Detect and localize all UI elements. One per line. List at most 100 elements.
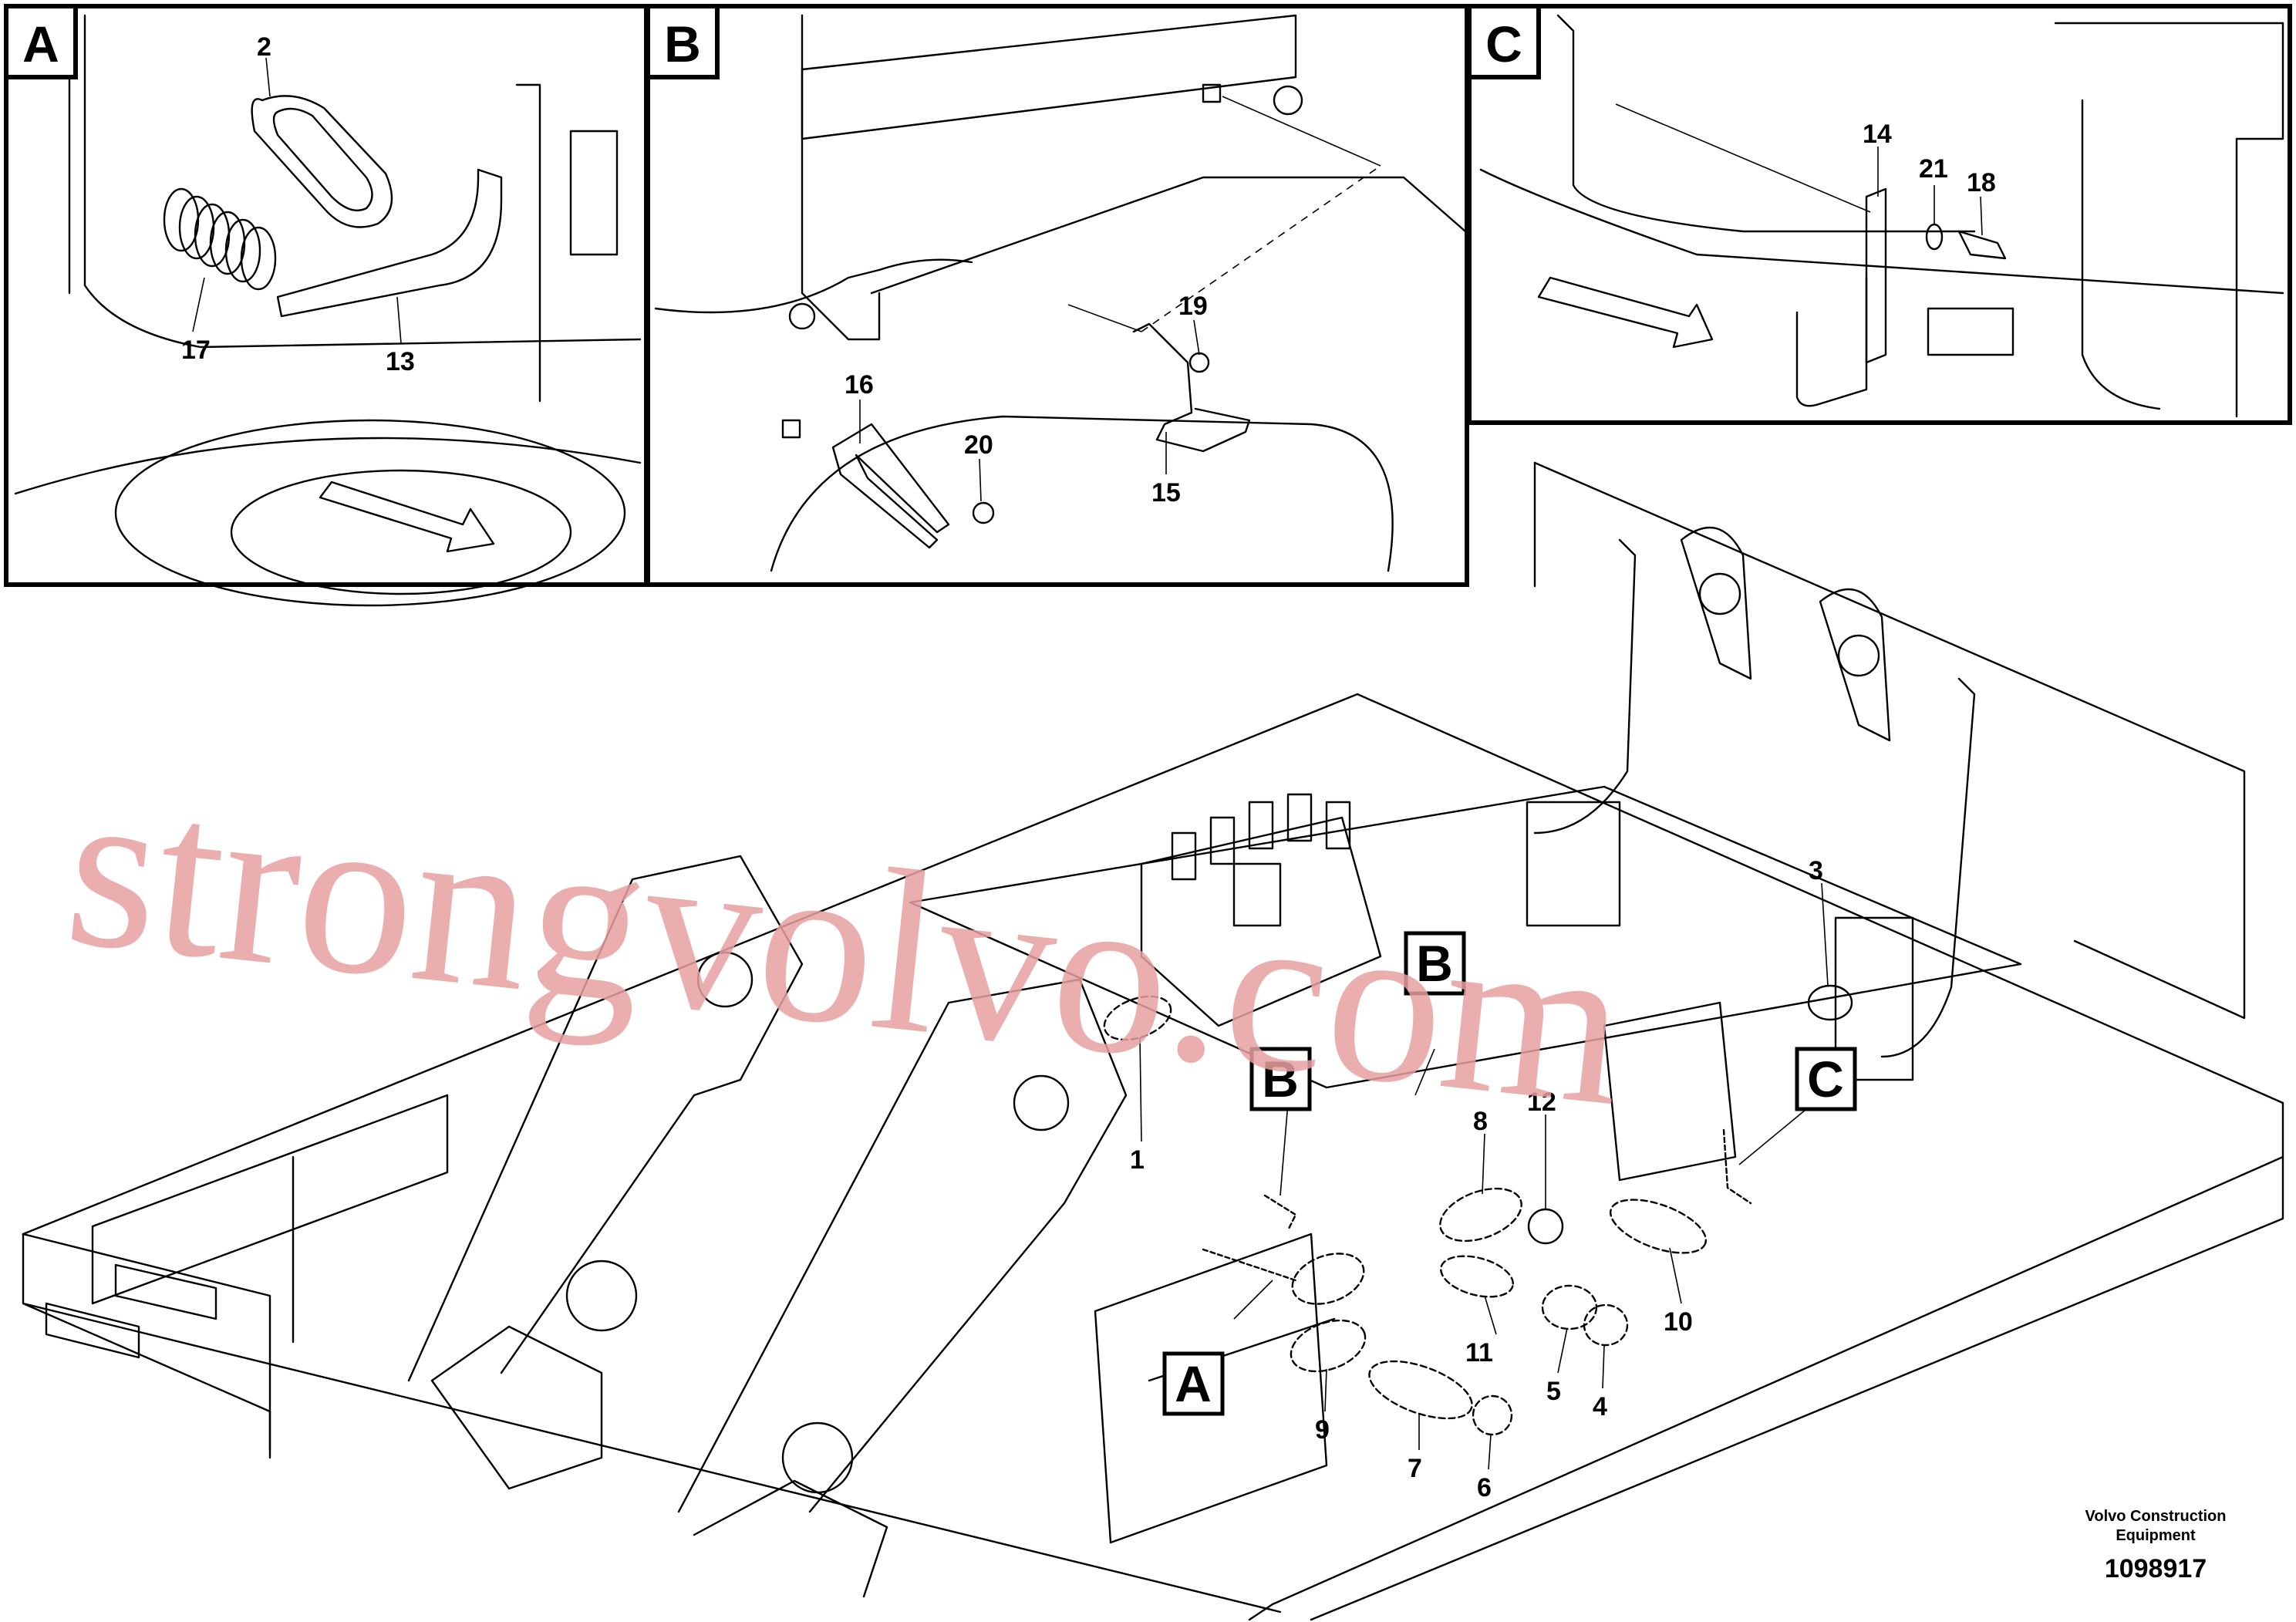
main-frame-step-2	[114, 1263, 217, 1320]
plate-lug-2	[1819, 588, 1891, 742]
main-letter-b-2: B	[1262, 1050, 1299, 1108]
detail-a-callout-13: 13	[386, 347, 415, 376]
detail-a-ring-outer	[114, 419, 626, 607]
detail-a-loop-inner	[272, 107, 373, 212]
counterweight-plate	[1533, 461, 2246, 1020]
loop-part-2-main	[1291, 1253, 1365, 1305]
main-letter-b-1: B	[1416, 935, 1453, 992]
control-valve-block	[1140, 793, 1382, 1027]
detail-b-beam	[801, 14, 1297, 140]
detail-view-a: 2 17 13 A	[4, 4, 649, 607]
main-frame-left-edge	[22, 1233, 271, 1459]
main-callout-10: 10	[1664, 1307, 1693, 1337]
detail-view-b: 16 19 20 15 B	[646, 4, 1469, 587]
detail-a-letter-box	[4, 4, 78, 79]
plate-hole-1	[1698, 572, 1741, 615]
main-callout-9: 9	[1315, 1415, 1330, 1445]
loop-part-9	[1290, 1319, 1367, 1373]
main-letter-box-b-2	[1249, 1047, 1312, 1111]
main-view-callouts: 1 3 8 12 10 11 5 4 9 7 6 B B C A	[1130, 856, 1857, 1502]
detail-b-cutout	[770, 415, 1394, 572]
detail-b-lug	[781, 419, 801, 439]
main-frame-left-compartment	[91, 1094, 449, 1305]
detail-view-c: 14 21 18 C	[1467, 4, 2292, 425]
detail-c-bracket-part-14	[1865, 187, 1887, 364]
main-callout-11: 11	[1465, 1338, 1493, 1367]
clip-main-view	[1263, 1194, 1297, 1232]
right-upright-1	[1533, 538, 1637, 835]
front-channel	[1094, 1233, 1328, 1544]
loop-part-6	[1472, 1394, 1513, 1436]
main-callout-4: 4	[1593, 1392, 1607, 1421]
cross-beam-box-2	[1834, 916, 1914, 1081]
loop-part-5	[1541, 1284, 1598, 1330]
detail-b-callout-19: 19	[1178, 292, 1208, 321]
main-letter-c: C	[1807, 1050, 1844, 1108]
detail-a-callout-2: 2	[257, 32, 271, 62]
main-callout-3: 3	[1809, 856, 1823, 885]
boom-pin-bore-3	[696, 951, 754, 1008]
detail-a-direction-arrow	[319, 481, 495, 553]
detail-b-clip-part-16	[831, 423, 950, 549]
detail-b-bolt-part-20	[972, 501, 995, 524]
detail-c-frame-member	[1556, 14, 1976, 233]
main-callout-5: 5	[1546, 1377, 1561, 1406]
loop-part-11	[1440, 1255, 1514, 1298]
right-upright-2	[1880, 677, 1976, 1058]
detail-b-bracket-part-15	[1132, 322, 1251, 453]
detail-a-upright	[515, 83, 541, 403]
cross-beam-deck	[909, 785, 2022, 1089]
detail-c-frame	[1467, 4, 2292, 425]
detail-a-spring-part-17	[163, 187, 277, 291]
detail-b-callout-15: 15	[1151, 478, 1181, 508]
document-number: 1098917	[2105, 1554, 2207, 1583]
main-frame-step-area	[22, 1233, 271, 1452]
detail-c-block	[1927, 307, 2014, 356]
detail-b-bevel	[870, 176, 1467, 295]
detail-a-loop-part-2	[251, 95, 393, 228]
main-view-hose-loops	[1103, 984, 1853, 1436]
boom-pin-bore-4	[1013, 1074, 1070, 1131]
detail-b-bolt-part-19	[1188, 352, 1210, 373]
boom-foot-right	[693, 1479, 888, 1598]
detail-b-letter-box	[646, 4, 720, 79]
detail-b-letter: B	[664, 15, 701, 73]
main-letter-box-a	[1162, 1351, 1225, 1416]
main-frame-step	[45, 1302, 140, 1359]
seal-part-4	[1583, 1303, 1629, 1347]
main-frame-assembly	[22, 461, 2284, 1621]
detail-c-washer-part-21	[1925, 223, 1944, 251]
detail-c-letter-box	[1467, 4, 1541, 79]
loop-part-7	[1368, 1360, 1473, 1420]
seal-part-12	[1527, 1208, 1564, 1245]
detail-a-frame-member	[83, 14, 642, 349]
detail-c-u-bolt	[1795, 276, 1868, 407]
footer-block: Volvo Construction Equipment 1098917	[2085, 1508, 2227, 1583]
detail-b-bolt-head-2	[1273, 85, 1303, 116]
loop-part-8	[1439, 1187, 1522, 1243]
detail-a-letter: A	[22, 15, 59, 73]
main-frame-front-edge	[22, 1302, 1282, 1614]
main-callout-6: 6	[1477, 1473, 1492, 1502]
detail-b-bolt-head	[788, 302, 816, 330]
detail-a-block	[569, 130, 619, 256]
main-callout-12: 12	[1527, 1088, 1556, 1117]
main-callout-7: 7	[1408, 1454, 1422, 1483]
main-frame-right-edge	[1310, 1155, 2284, 1621]
detail-b-frame	[646, 4, 1469, 587]
detail-c-callout-18: 18	[1967, 168, 1996, 197]
watermark-text: strongvolvo.com	[56, 736, 1637, 1154]
detail-c-direction-arrow	[1537, 276, 1714, 349]
detail-c-callout-14: 14	[1863, 120, 1892, 149]
loop-part-10	[1609, 1199, 1708, 1254]
detail-c-plate-edge	[1479, 168, 2284, 295]
detail-b-plate-edge	[654, 258, 973, 314]
main-letter-box-b-1	[1404, 931, 1466, 996]
bracket-main-view	[1722, 1128, 1752, 1205]
detail-a-bracket-part-13	[276, 168, 503, 318]
detail-b-callout-20: 20	[964, 430, 993, 460]
detail-a-plate-edge	[14, 437, 642, 495]
detail-a-callout-17: 17	[181, 336, 211, 365]
main-frame-outline	[22, 693, 2284, 1621]
